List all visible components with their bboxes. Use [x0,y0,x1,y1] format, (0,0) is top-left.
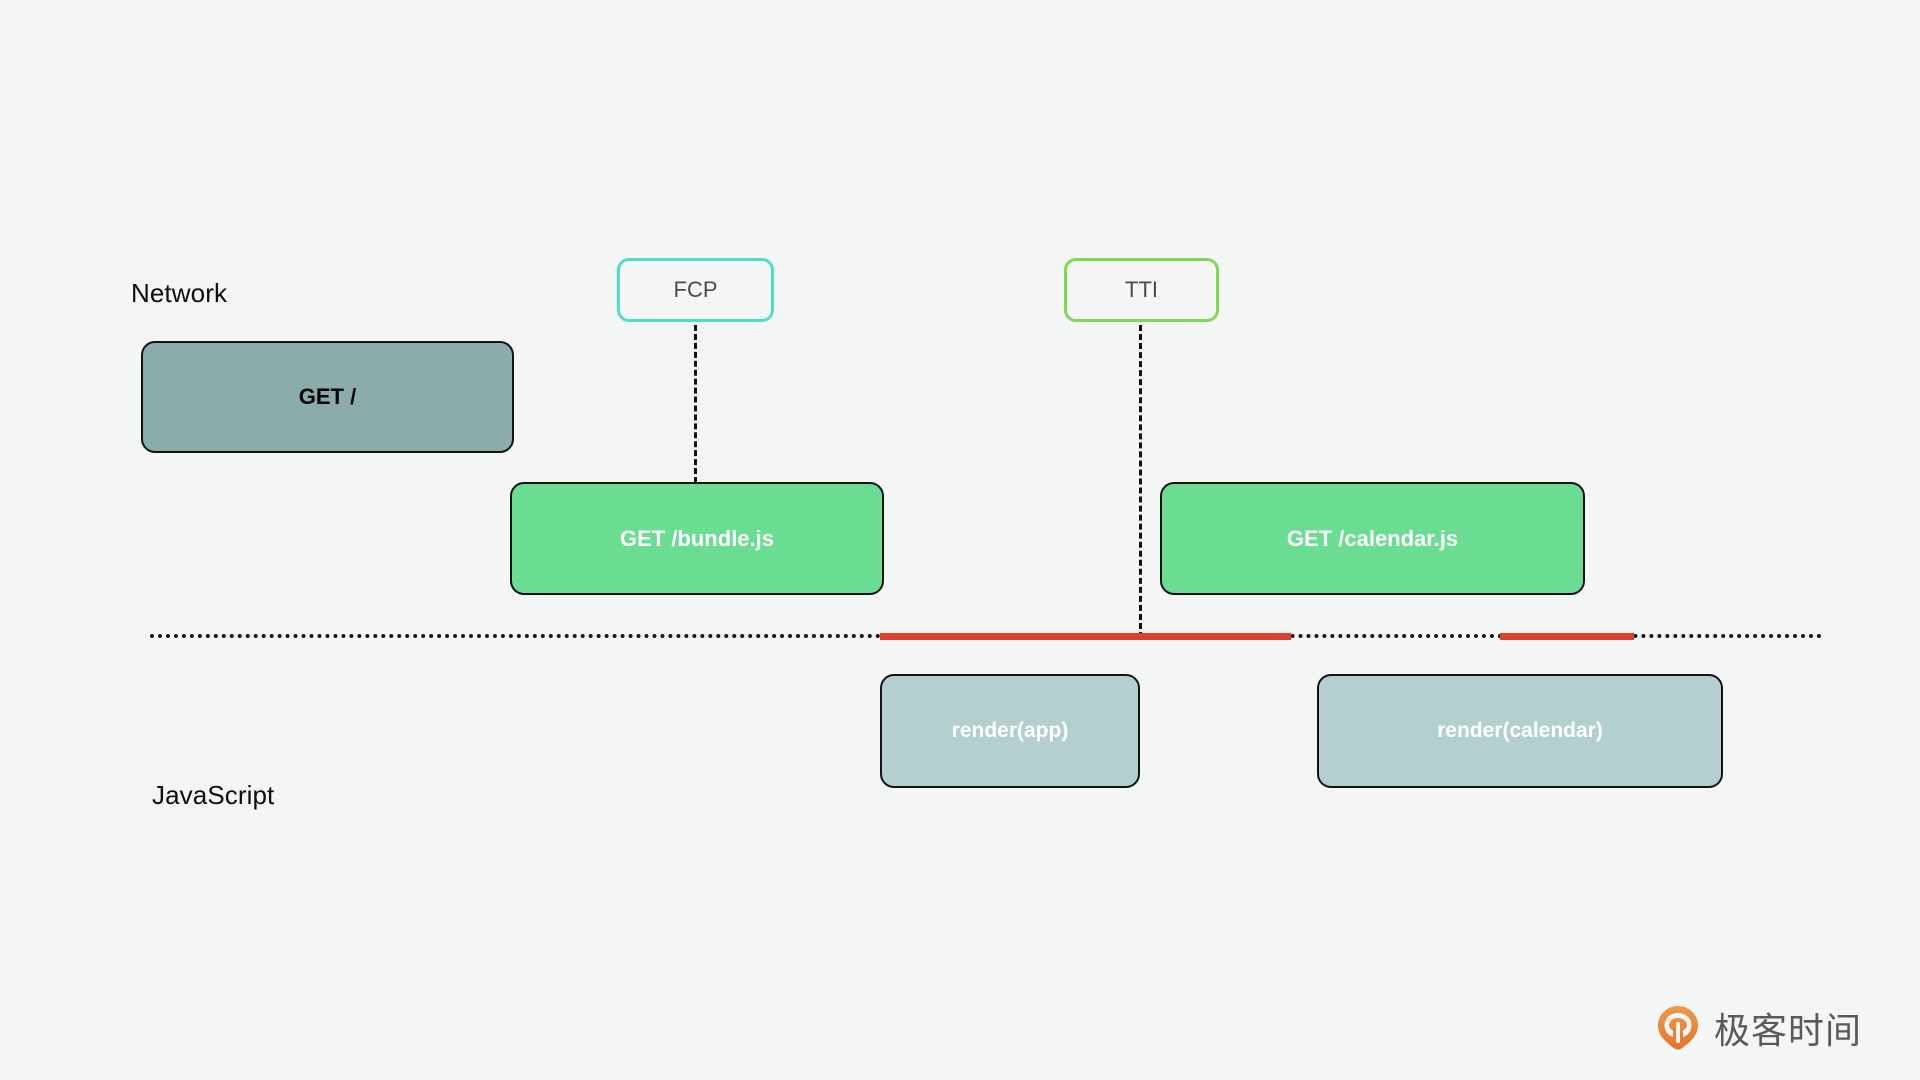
marker-tti: TTI [1064,258,1219,322]
js-bar-render-calendar: render(calendar) [1317,674,1723,788]
tti-connector-line [1139,325,1142,638]
timeline-busy-segment-2 [1500,633,1634,640]
network-bar-calendar-js: GET /calendar.js [1160,482,1585,595]
js-bar-render-app: render(app) [880,674,1140,788]
network-bar-bundle-js: GET /bundle.js [510,482,884,595]
watermark-text: 极客时间 [1714,1011,1863,1052]
marker-fcp: FCP [617,258,774,322]
timeline-busy-segment-1 [880,633,1291,640]
network-bar-get-root: GET / [141,341,514,453]
watermark: 极客时间 [1655,1002,1862,1054]
geektime-logo-icon [1655,1005,1701,1051]
lane-label-network: Network [131,278,228,308]
fcp-connector-line [694,325,697,483]
lane-label-javascript: JavaScript [152,780,275,810]
main-thread-timeline [150,633,1823,640]
